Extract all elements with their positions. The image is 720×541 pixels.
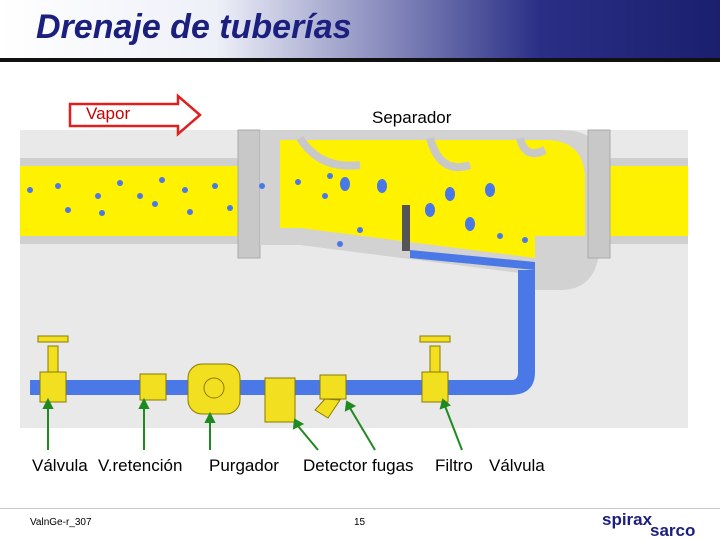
leak-detector [264,377,296,423]
label-steam-trap: Purgador [209,456,279,475]
valve-left [37,335,69,403]
separator-chamber [280,140,585,258]
title-bar [0,0,720,58]
title-underline [0,58,720,62]
company-logo: spirax sarco [602,510,712,540]
flange-right [587,129,611,259]
baffle-center [426,136,472,172]
flange-left [237,129,261,259]
check-valve [139,373,167,401]
valve-right [419,335,451,403]
footer-code: ValnGe-r_307 [30,517,92,528]
logo-line-2: sarco [650,521,696,540]
label-leak-detector: Detector fugas [303,456,414,475]
component-pointers [42,397,463,451]
drainage-diagram [20,93,688,451]
strainer [314,374,347,419]
label-valve-left: Válvula [32,456,88,475]
weir-plate [402,205,410,251]
baffle-left [296,135,361,170]
logo-line-1: spirax [602,510,653,529]
drain-pipe [500,270,535,395]
separator-label: Separador [372,108,452,127]
baffle-right [516,136,547,157]
label-check-valve: V.retención [98,456,183,475]
page-number: 15 [354,517,366,528]
label-valve-right: Válvula [489,456,545,475]
steam-droplets [27,173,528,247]
vapor-arrow [68,93,202,137]
vapor-label: Vapor [86,104,131,123]
footer-divider [0,508,720,509]
label-strainer: Filtro [435,456,473,475]
steam-trap [187,363,241,415]
condensate-pool [410,250,535,270]
slide-title: Drenaje de tuberías [36,8,352,46]
